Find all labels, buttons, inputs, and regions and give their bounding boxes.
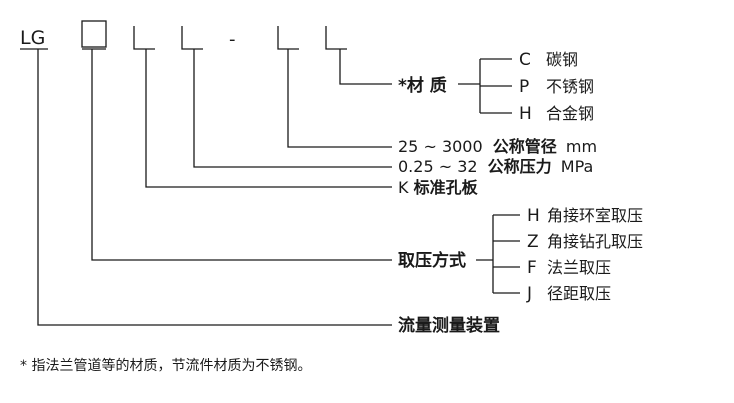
leader-device — [37, 49, 392, 326]
code-slot-orifice — [133, 26, 155, 50]
orifice-name: 标准孔板 — [413, 178, 479, 197]
material-option-text: 合金钢 — [546, 104, 594, 123]
code-slot-material — [325, 26, 347, 50]
tapping-option-text: 径距取压 — [547, 284, 611, 303]
material-option-text: 碳钢 — [546, 50, 578, 69]
nominal-diameter-unit: mm — [566, 137, 597, 156]
tapping-option-text: 法兰取压 — [547, 258, 611, 277]
device-name: 流量测量装置 — [398, 315, 500, 336]
code-slot-pressure — [181, 26, 203, 50]
tapping-option-code: J — [526, 284, 532, 304]
leader-orifice — [145, 49, 392, 188]
nominal-diameter-range: 25 ~ 3000 — [398, 137, 483, 156]
leader-pressure — [193, 49, 392, 168]
tapping-option-text: 角接钻孔取压 — [547, 232, 643, 251]
material-option-code: H — [519, 104, 532, 124]
nominal-pressure-range: 0.25 ~ 32 — [398, 157, 478, 176]
code-slot-tapping — [81, 20, 107, 48]
material-label: *材 质 — [398, 75, 447, 96]
tapping-option-code: H — [527, 206, 540, 226]
nominal-pressure-unit: MPa — [561, 157, 594, 176]
footnote: * 指法兰管道等的材质，节流件材质为不锈钢。 — [20, 357, 311, 374]
nominal-diameter-name: 公称管径 — [493, 137, 557, 156]
tapping-option-code: F — [527, 258, 537, 278]
material-option-code: P — [519, 77, 529, 97]
material-option-code: C — [519, 50, 531, 70]
leader-tapping — [91, 49, 392, 261]
material-option-text: 不锈钢 — [546, 77, 594, 96]
code-prefix: LG — [20, 27, 45, 49]
tapping-label: 取压方式 — [398, 250, 466, 271]
nominal-diameter-label: 25 ~ 3000 公称管径 mm — [398, 137, 597, 156]
tapping-option-text: 角接环室取压 — [547, 206, 643, 225]
nominal-pressure-name: 公称压力 — [488, 157, 552, 176]
code-dash: - — [229, 29, 236, 50]
tapping-option-code: Z — [527, 232, 539, 252]
code-slot-diameter — [277, 26, 299, 50]
leader-material — [339, 49, 392, 85]
orifice-code: K — [398, 178, 409, 197]
leader-diameter — [287, 49, 392, 148]
nominal-pressure-label: 0.25 ~ 32 公称压力 MPa — [398, 157, 593, 176]
orifice-label: K 标准孔板 — [398, 178, 479, 197]
